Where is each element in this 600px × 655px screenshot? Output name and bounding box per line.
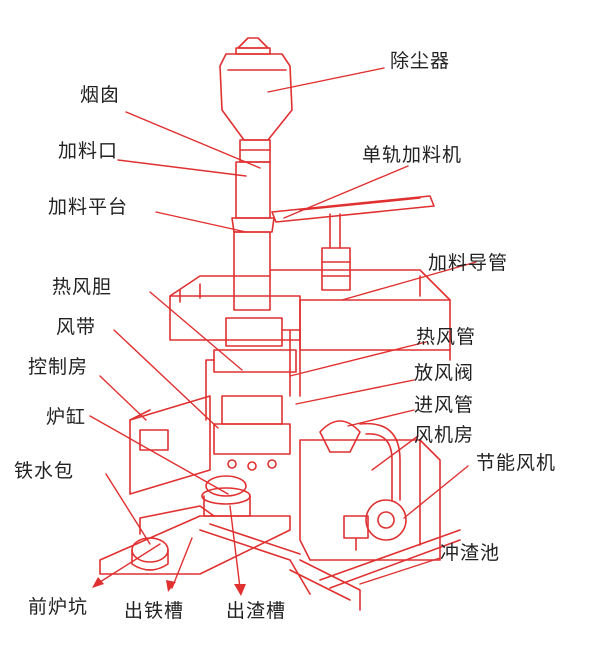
label-control-room: 控制房 (28, 356, 89, 378)
label-inlet-pipe: 进风管 (414, 394, 475, 416)
arrowhead-iron-trough (166, 580, 176, 592)
label-energy-fan: 节能风机 (476, 452, 557, 474)
label-slag-pool: 冲渣池 (440, 542, 501, 564)
label-dust-collector: 除尘器 (390, 50, 451, 72)
leader-feed-guide (341, 261, 477, 301)
leader-lines (89, 67, 477, 589)
label-slag-trough: 出渣槽 (226, 600, 287, 622)
label-air-belt: 风带 (56, 316, 97, 338)
chimney-drawing (231, 161, 275, 311)
leader-vent-valve (295, 379, 415, 405)
label-monorail-feeder: 单轨加料机 (362, 144, 463, 166)
leader-fan-room (371, 435, 419, 471)
label-fan-room: 风机房 (414, 424, 475, 446)
fan-room-drawing (299, 420, 441, 561)
leader-air-belt (113, 329, 219, 429)
arrowheads (92, 577, 246, 596)
arrowhead-front-pit (92, 577, 104, 588)
monorail-feeder-drawing (271, 195, 435, 291)
base-drawing (99, 505, 461, 611)
label-cylinder: 炉缸 (46, 406, 87, 428)
furnace-body-drawing (201, 395, 291, 517)
label-hot-air-liner: 热风胆 (52, 276, 113, 298)
label-feed-guide-pipe: 加料导管 (428, 252, 509, 274)
label-vent-valve: 放风阀 (414, 362, 475, 384)
leader-front-pit (99, 543, 161, 583)
leader-control-room (99, 375, 147, 421)
leader-feed-port (117, 159, 247, 177)
label-chimney: 烟囱 (80, 84, 121, 106)
leader-hot-air-liner (149, 291, 243, 371)
label-iron-ladle: 铁水包 (14, 460, 75, 482)
leader-chimney (125, 111, 261, 169)
energy-fan-drawing (343, 499, 407, 551)
arrowhead-slag-trough (234, 584, 246, 596)
leader-monorail (283, 165, 409, 219)
leader-cylinder (89, 415, 229, 495)
leader-dust-collector (267, 67, 385, 93)
hot-air-liner-drawing (205, 317, 301, 421)
leader-inlet-pipe (347, 409, 415, 427)
leader-iron-ladle (105, 473, 151, 545)
leader-slag-trough (229, 505, 241, 589)
label-hot-air-pipe: 热风管 (416, 326, 477, 348)
label-iron-trough: 出铁槽 (124, 600, 185, 622)
label-feed-port: 加料口 (58, 140, 119, 162)
leader-hot-air-pipe (289, 341, 427, 377)
label-front-pit: 前炉坑 (28, 596, 89, 618)
label-feed-platform: 加料平台 (48, 196, 129, 218)
dust-collector-drawing (219, 37, 293, 163)
leader-iron-trough (171, 537, 193, 589)
leader-energy-fan (403, 465, 469, 519)
leader-feed-platform (155, 211, 247, 233)
leader-slag-pool (359, 557, 441, 585)
